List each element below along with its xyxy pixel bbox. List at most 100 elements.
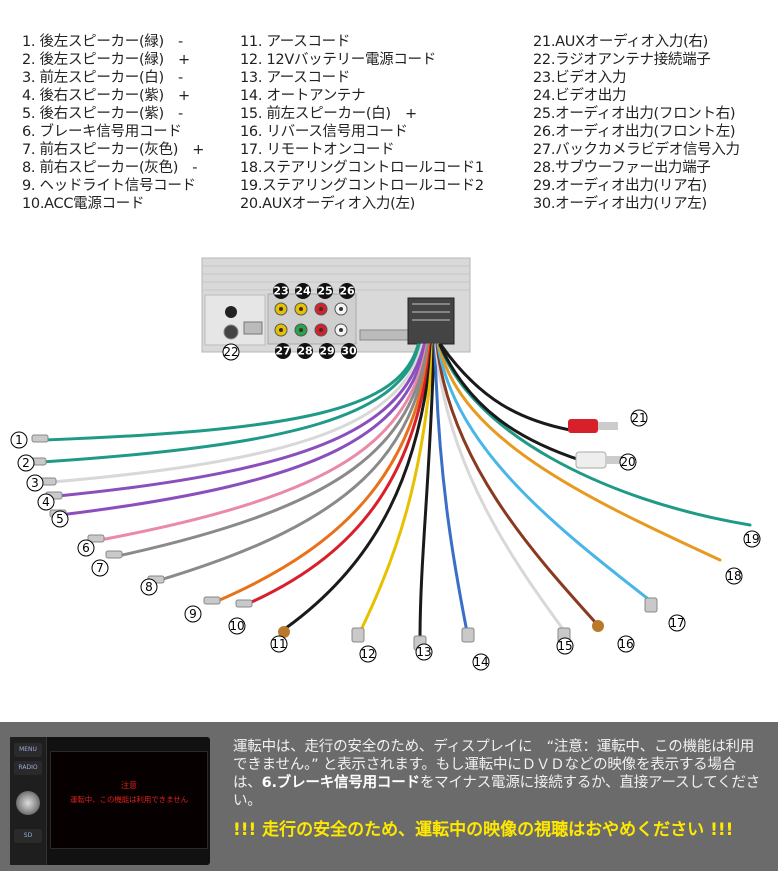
legend-item: 20.AUXオーディオ入力(左) bbox=[240, 196, 416, 212]
svg-text:20: 20 bbox=[620, 455, 635, 469]
callout-6: 6 bbox=[77, 539, 95, 557]
callout-20: 20 bbox=[619, 453, 637, 471]
callout-11: 11 bbox=[270, 635, 288, 653]
callout-24: 24 bbox=[295, 283, 311, 299]
harness-connector bbox=[407, 297, 455, 345]
safety-alert: !!! 走行の安全のため、運転中の映像の視聴はおやめください !!! bbox=[233, 820, 734, 840]
svg-text:18: 18 bbox=[726, 569, 741, 583]
legend-column-2: 11. アースコード 12. 12Vバッテリー電源コード 13. アースコード … bbox=[240, 33, 484, 213]
rca-plug-white bbox=[575, 451, 622, 469]
svg-text:26: 26 bbox=[339, 285, 355, 298]
svg-text:15: 15 bbox=[557, 639, 572, 653]
svg-text:8: 8 bbox=[145, 580, 153, 594]
svg-text:6: 6 bbox=[82, 541, 90, 555]
rca-jacks bbox=[274, 302, 348, 337]
wiring-diagram: 1 2 3 4 5 6 7 8 9 10 11 12 13 14 15 16 1… bbox=[10, 257, 761, 671]
callout-16: 16 bbox=[617, 635, 635, 653]
legend-item: 27.バックカメラビデオ信号入力 bbox=[533, 142, 740, 158]
antenna-jack bbox=[223, 324, 239, 340]
svg-text:23: 23 bbox=[273, 285, 288, 298]
svg-text:29: 29 bbox=[319, 345, 334, 358]
svg-text:4: 4 bbox=[42, 495, 50, 509]
legend-item: 17. リモートオンコード bbox=[240, 142, 395, 158]
legend-item: 5. 後右スピーカー(紫) - bbox=[22, 106, 183, 122]
display-screen: 注意 運転中、この機能は利用できません bbox=[50, 751, 208, 849]
legend-item: 9. ヘッドライト信号コード bbox=[22, 178, 196, 194]
callout-25: 25 bbox=[317, 283, 333, 299]
control-strip: MENU RADIO SD bbox=[10, 737, 47, 865]
callout-17: 17 bbox=[668, 614, 686, 632]
legend-item: 8. 前右スピーカー(灰色) - bbox=[22, 160, 198, 176]
callout-22: 22 bbox=[222, 343, 240, 361]
svg-text:2: 2 bbox=[22, 456, 30, 470]
notice-part-1: 運転中は、走行の安全のため、ディスプレイに “注意：運転中、この機能は利用できま… bbox=[233, 739, 755, 791]
legend-item: 2. 後左スピーカー(緑) + bbox=[22, 52, 190, 68]
svg-text:16: 16 bbox=[618, 637, 633, 651]
svg-text:17: 17 bbox=[669, 616, 684, 630]
notice-highlight: 6.ブレーキ信号用コード bbox=[261, 775, 420, 791]
mount-hole bbox=[225, 306, 237, 318]
legend-item: 12. 12Vバッテリー電源コード bbox=[240, 52, 436, 68]
callout-27: 27 bbox=[275, 343, 291, 359]
svg-text:19: 19 bbox=[744, 532, 759, 546]
rca-plug-red bbox=[568, 419, 618, 433]
svg-text:28: 28 bbox=[297, 345, 312, 358]
svg-text:7: 7 bbox=[96, 561, 104, 575]
legend-item: 6. ブレーキ信号用コード bbox=[22, 124, 182, 140]
legend-item: 28.サブウーファー出力端子 bbox=[533, 160, 711, 176]
svg-text:10: 10 bbox=[229, 619, 244, 633]
legend-item: 3. 前左スピーカー(白) - bbox=[22, 70, 183, 86]
callout-15: 15 bbox=[556, 637, 574, 655]
callout-30: 30 bbox=[341, 343, 357, 359]
callout-14: 14 bbox=[472, 653, 490, 671]
callout-12: 12 bbox=[359, 645, 377, 663]
legend-item: 26.オーディオ出力(フロント左) bbox=[533, 124, 736, 140]
svg-text:13: 13 bbox=[416, 645, 431, 659]
svg-text:30: 30 bbox=[341, 345, 357, 358]
callout-21: 21 bbox=[630, 409, 648, 427]
svg-text:5: 5 bbox=[56, 512, 64, 526]
svg-text:25: 25 bbox=[317, 285, 332, 298]
callout-29: 29 bbox=[319, 343, 335, 359]
callout-10: 10 bbox=[228, 617, 246, 635]
notice-band: MENU RADIO SD 注意 運転中、この機能は利用できません 運転中は、走… bbox=[0, 722, 778, 871]
svg-text:27: 27 bbox=[275, 345, 290, 358]
volume-knob bbox=[16, 791, 40, 815]
callout-28: 28 bbox=[297, 343, 313, 359]
legend-item: 10.ACC電源コード bbox=[22, 196, 145, 212]
svg-text:11: 11 bbox=[271, 637, 286, 651]
callout-4: 4 bbox=[37, 493, 55, 511]
head-unit-rear-panel bbox=[201, 257, 471, 353]
svg-text:14: 14 bbox=[473, 655, 488, 669]
legend-item: 4. 後右スピーカー(紫) + bbox=[22, 88, 190, 104]
legend-item: 14. オートアンテナ bbox=[240, 88, 366, 104]
callout-7: 7 bbox=[91, 559, 109, 577]
callout-3: 3 bbox=[26, 474, 44, 492]
legend-item: 24.ビデオ出力 bbox=[533, 88, 627, 104]
legend-item: 19.ステアリングコントロールコード2 bbox=[240, 178, 484, 194]
svg-text:24: 24 bbox=[295, 285, 311, 298]
legend-item: 7. 前右スピーカー(灰色) + bbox=[22, 142, 205, 158]
radio-button: RADIO bbox=[14, 761, 42, 775]
callout-13: 13 bbox=[415, 643, 433, 661]
callouts: 1 2 3 4 5 6 7 8 9 10 11 12 13 14 15 16 1… bbox=[10, 343, 761, 671]
callout-26: 26 bbox=[339, 283, 355, 299]
callout-23: 23 bbox=[273, 283, 289, 299]
legend-item: 11. アースコード bbox=[240, 34, 351, 50]
legend-item: 18.ステアリングコントロールコード1 bbox=[240, 160, 484, 176]
legend-column-1: 1. 後左スピーカー(緑) - 2. 後左スピーカー(緑) + 3. 前左スピー… bbox=[22, 33, 204, 213]
panel-callouts: 23 24 25 26 27 28 29 30 bbox=[273, 283, 357, 359]
legend-item: 16. リバース信号用コード bbox=[240, 124, 408, 140]
legend-item: 22.ラジオアンテナ接続端子 bbox=[533, 52, 711, 68]
legend-item: 1. 後左スピーカー(緑) - bbox=[22, 34, 183, 50]
svg-text:1: 1 bbox=[15, 433, 23, 447]
svg-text:3: 3 bbox=[31, 476, 39, 490]
callout-19: 19 bbox=[743, 530, 761, 548]
svg-text:12: 12 bbox=[360, 647, 375, 661]
legend-item: 15. 前左スピーカー(白) + bbox=[240, 106, 417, 122]
screen-warning-message: 運転中、この機能は利用できません bbox=[69, 795, 189, 804]
legend-item: 21.AUXオーディオ入力(右) bbox=[533, 34, 709, 50]
legend-item: 23.ビデオ入力 bbox=[533, 70, 627, 86]
ground-lugs bbox=[278, 620, 604, 638]
